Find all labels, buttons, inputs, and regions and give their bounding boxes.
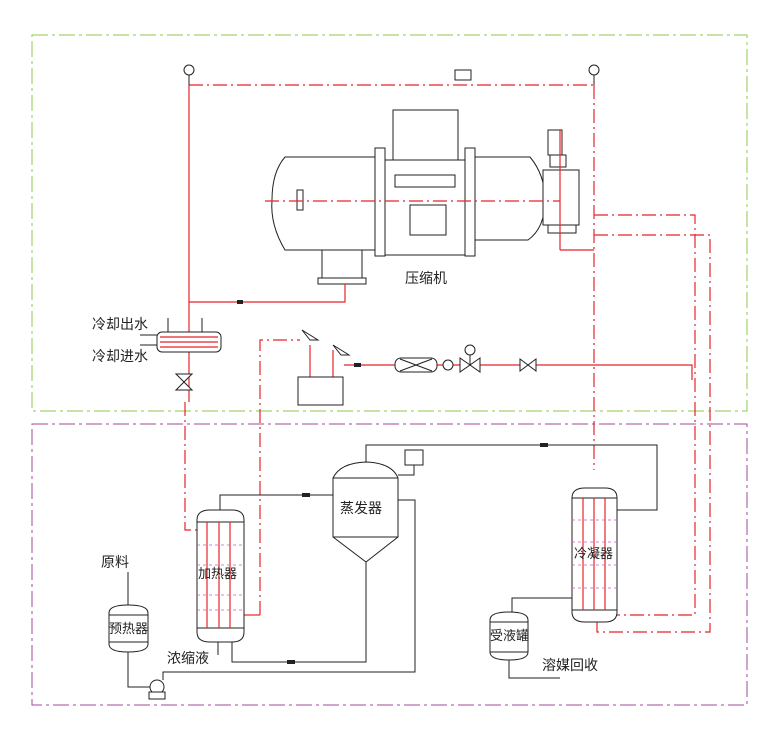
condenser-label: 冷凝器 <box>574 547 614 562</box>
refrigeration-unit-boundary <box>31 34 748 412</box>
cooling-water-out-label: 冷却出水 <box>92 317 148 333</box>
liquid-line-components <box>297 329 537 406</box>
heater-label: 加热器 <box>198 567 238 582</box>
preheater <box>108 604 149 653</box>
receiver-tank-label: 受液罐 <box>490 629 530 644</box>
ball-valve-icon <box>519 358 537 372</box>
condenser <box>571 487 618 623</box>
valve-icon <box>174 373 194 391</box>
raw-material-label: 原料 <box>101 555 129 571</box>
oil-tank <box>297 376 344 406</box>
cooling-water-exchanger <box>140 318 222 391</box>
concentrate-label: 浓缩液 <box>167 651 209 667</box>
solvent-recovery-label: 溶媒回收 <box>542 658 598 674</box>
process-lines <box>127 443 658 688</box>
refrigerant-top-line <box>183 64 600 86</box>
compressor-label: 压缩机 <box>405 271 447 287</box>
process-unit-boundary <box>31 423 748 706</box>
motor-icon <box>454 69 472 81</box>
heater <box>196 509 245 643</box>
separator <box>404 449 424 466</box>
sight-glass-icon <box>442 359 454 371</box>
evaporator <box>332 449 424 563</box>
evaporator-label: 蒸发器 <box>340 501 382 517</box>
cooling-water-in-label: 冷却进水 <box>92 349 148 365</box>
compressor <box>265 109 580 285</box>
preheater-label: 预热器 <box>109 622 149 637</box>
refrigerant-lines <box>184 85 711 633</box>
